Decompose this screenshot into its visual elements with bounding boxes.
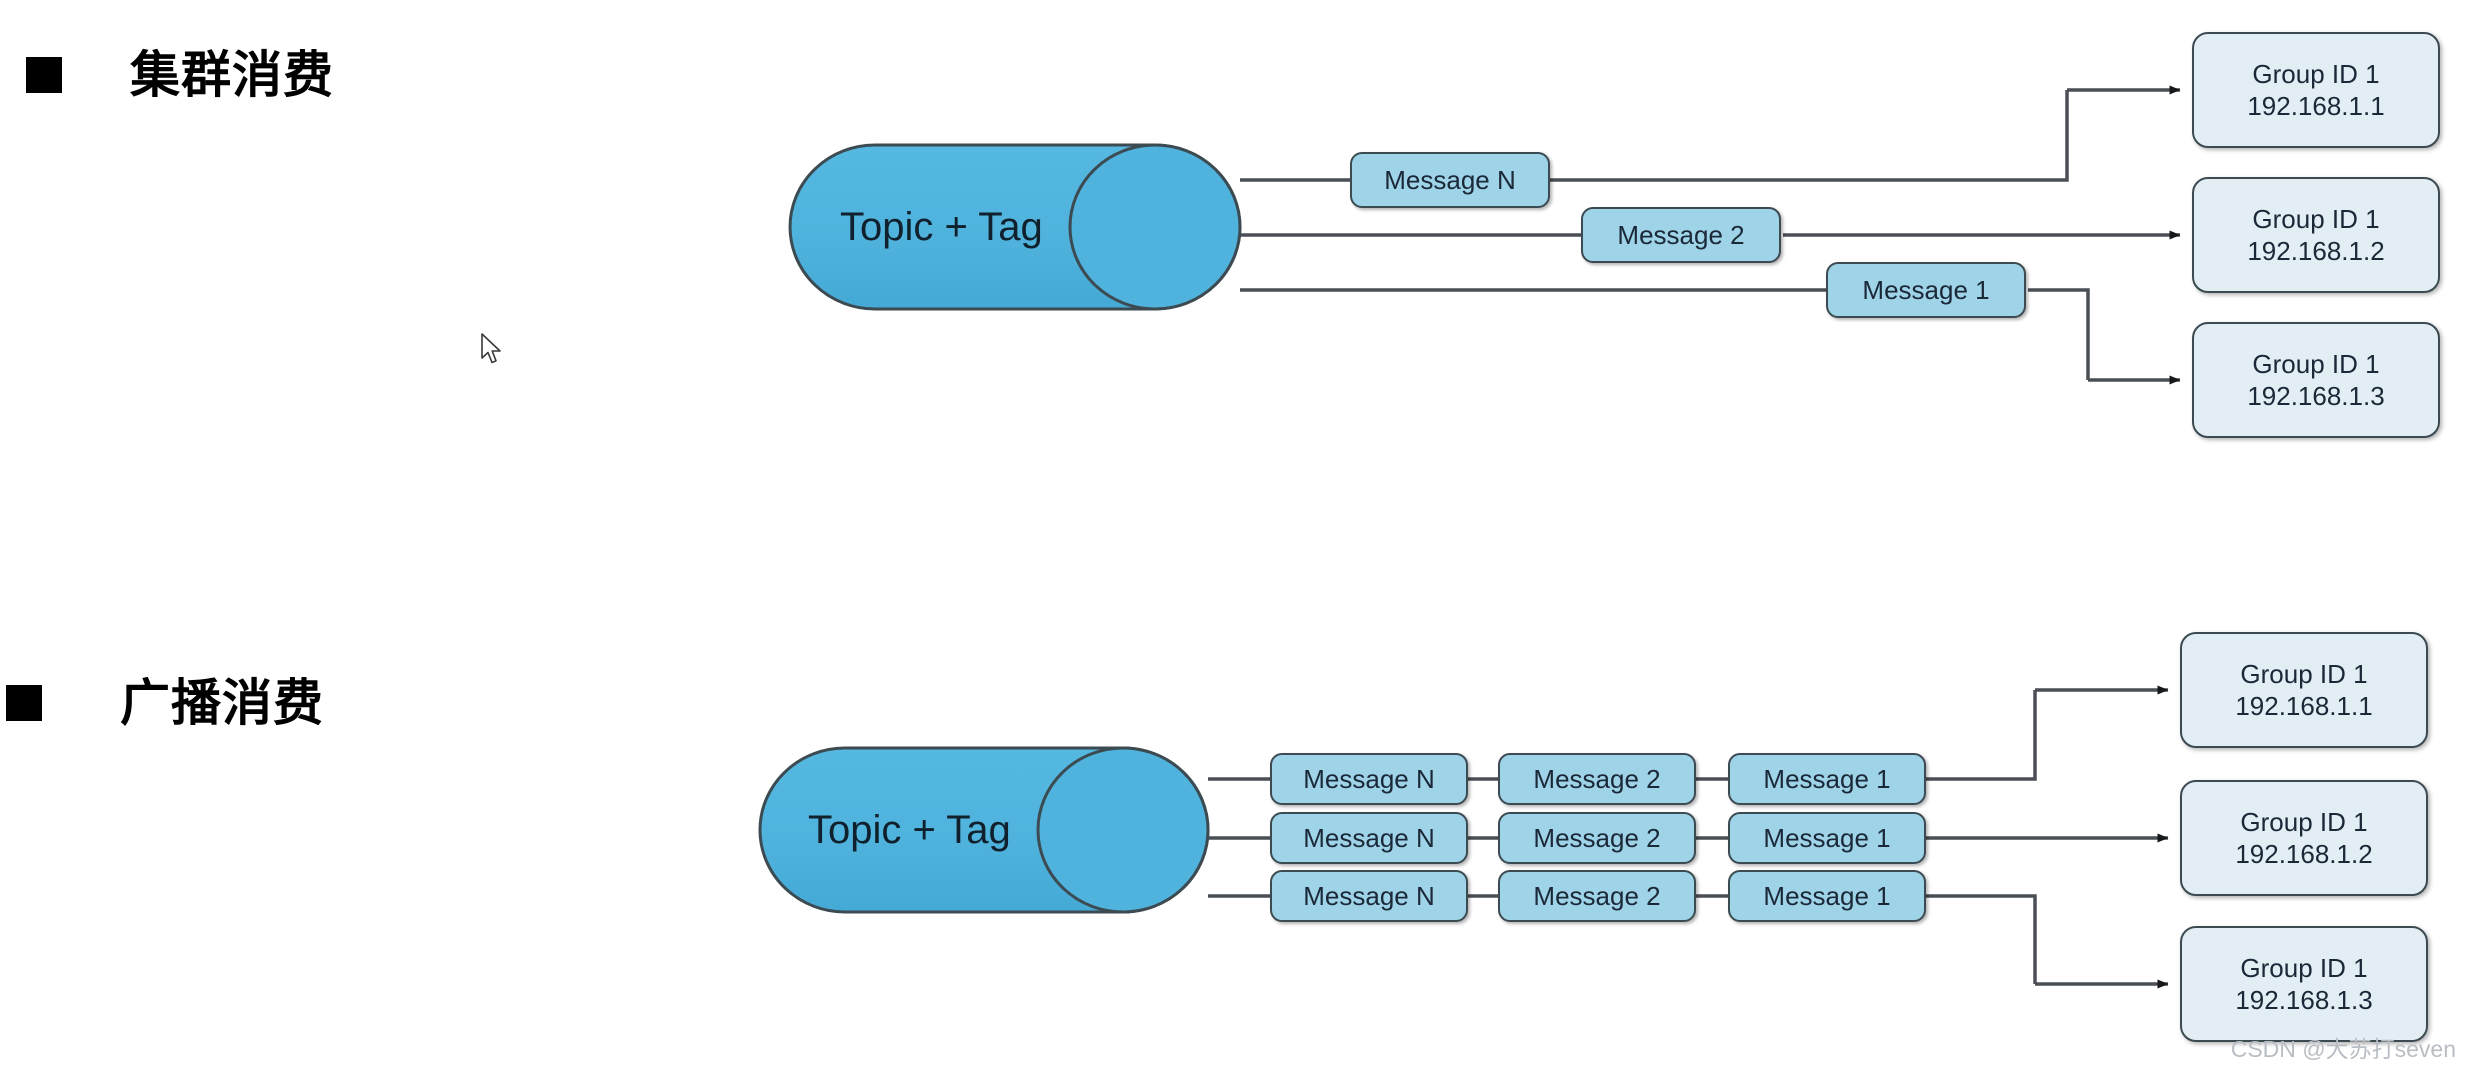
- cluster-consumer-address-3: 192.168.1.3: [2247, 381, 2385, 411]
- cluster-consumer-box-2[interactable]: Group ID 1 192.168.1.2: [2192, 177, 2440, 293]
- section-heading-broadcast: 广播消费: [6, 678, 324, 728]
- broadcast-message-box-r3c3[interactable]: Message 1: [1728, 870, 1926, 922]
- broadcast-message-box-r3c2[interactable]: Message 2: [1498, 870, 1696, 922]
- cluster-consumer-address-2: 192.168.1.2: [2247, 236, 2385, 266]
- broadcast-consumer-box-2[interactable]: Group ID 1 192.168.1.2: [2180, 780, 2428, 896]
- broadcast-message-box-r3c1[interactable]: Message N: [1270, 870, 1468, 922]
- watermark: CSDN @大苏打seven: [2230, 1036, 2456, 1062]
- broadcast-topic-cylinder: [758, 746, 1210, 914]
- broadcast-message-box-r1c2[interactable]: Message 2: [1498, 753, 1696, 805]
- broadcast-message-box-r1c1[interactable]: Message N: [1270, 753, 1468, 805]
- section-heading-cluster: 集群消费: [26, 50, 334, 100]
- heading-label-cluster: 集群消费: [130, 47, 334, 103]
- broadcast-consumer-box-1[interactable]: Group ID 1 192.168.1.1: [2180, 632, 2428, 748]
- mouse-cursor-icon: [481, 333, 501, 364]
- broadcast-consumer-address-1: 192.168.1.1: [2235, 691, 2373, 721]
- square-bullet-icon: [26, 57, 62, 93]
- broadcast-consumer-title-1: Group ID 1: [2240, 658, 2368, 689]
- broadcast-consumer-title-2: Group ID 1: [2240, 806, 2368, 837]
- broadcast-message-box-r1c3[interactable]: Message 1: [1728, 753, 1926, 805]
- broadcast-consumer-box-3[interactable]: Group ID 1 192.168.1.3: [2180, 926, 2428, 1042]
- broadcast-consumer-address-3: 192.168.1.3: [2235, 985, 2373, 1015]
- cluster-message-box-n[interactable]: Message N: [1350, 152, 1550, 208]
- cluster-topic-cylinder: [788, 143, 1242, 311]
- cluster-topic-label: Topic + Tag: [840, 205, 1043, 249]
- cluster-consumer-address-1: 192.168.1.1: [2247, 91, 2385, 121]
- heading-label-broadcast: 广播消费: [120, 675, 324, 731]
- cluster-connector-lane-3: [1240, 288, 2181, 385]
- cluster-consumer-box-3[interactable]: Group ID 1 192.168.1.3: [2192, 322, 2440, 438]
- broadcast-message-box-r2c2[interactable]: Message 2: [1498, 812, 1696, 864]
- cluster-consumer-title-3: Group ID 1: [2252, 348, 2380, 379]
- broadcast-consumer-title-3: Group ID 1: [2240, 952, 2368, 983]
- cluster-consumer-title-2: Group ID 1: [2252, 203, 2380, 234]
- square-bullet-icon: [6, 685, 42, 721]
- cluster-consumer-box-1[interactable]: Group ID 1 192.168.1.1: [2192, 32, 2440, 148]
- cluster-consumer-title-1: Group ID 1: [2252, 58, 2380, 89]
- broadcast-consumer-address-2: 192.168.1.2: [2235, 839, 2373, 869]
- broadcast-message-box-r2c3[interactable]: Message 1: [1728, 812, 1926, 864]
- cluster-message-box-2[interactable]: Message 2: [1581, 207, 1781, 263]
- broadcast-message-box-r2c1[interactable]: Message N: [1270, 812, 1468, 864]
- cluster-message-box-1[interactable]: Message 1: [1826, 262, 2026, 318]
- broadcast-topic-label: Topic + Tag: [808, 808, 1011, 852]
